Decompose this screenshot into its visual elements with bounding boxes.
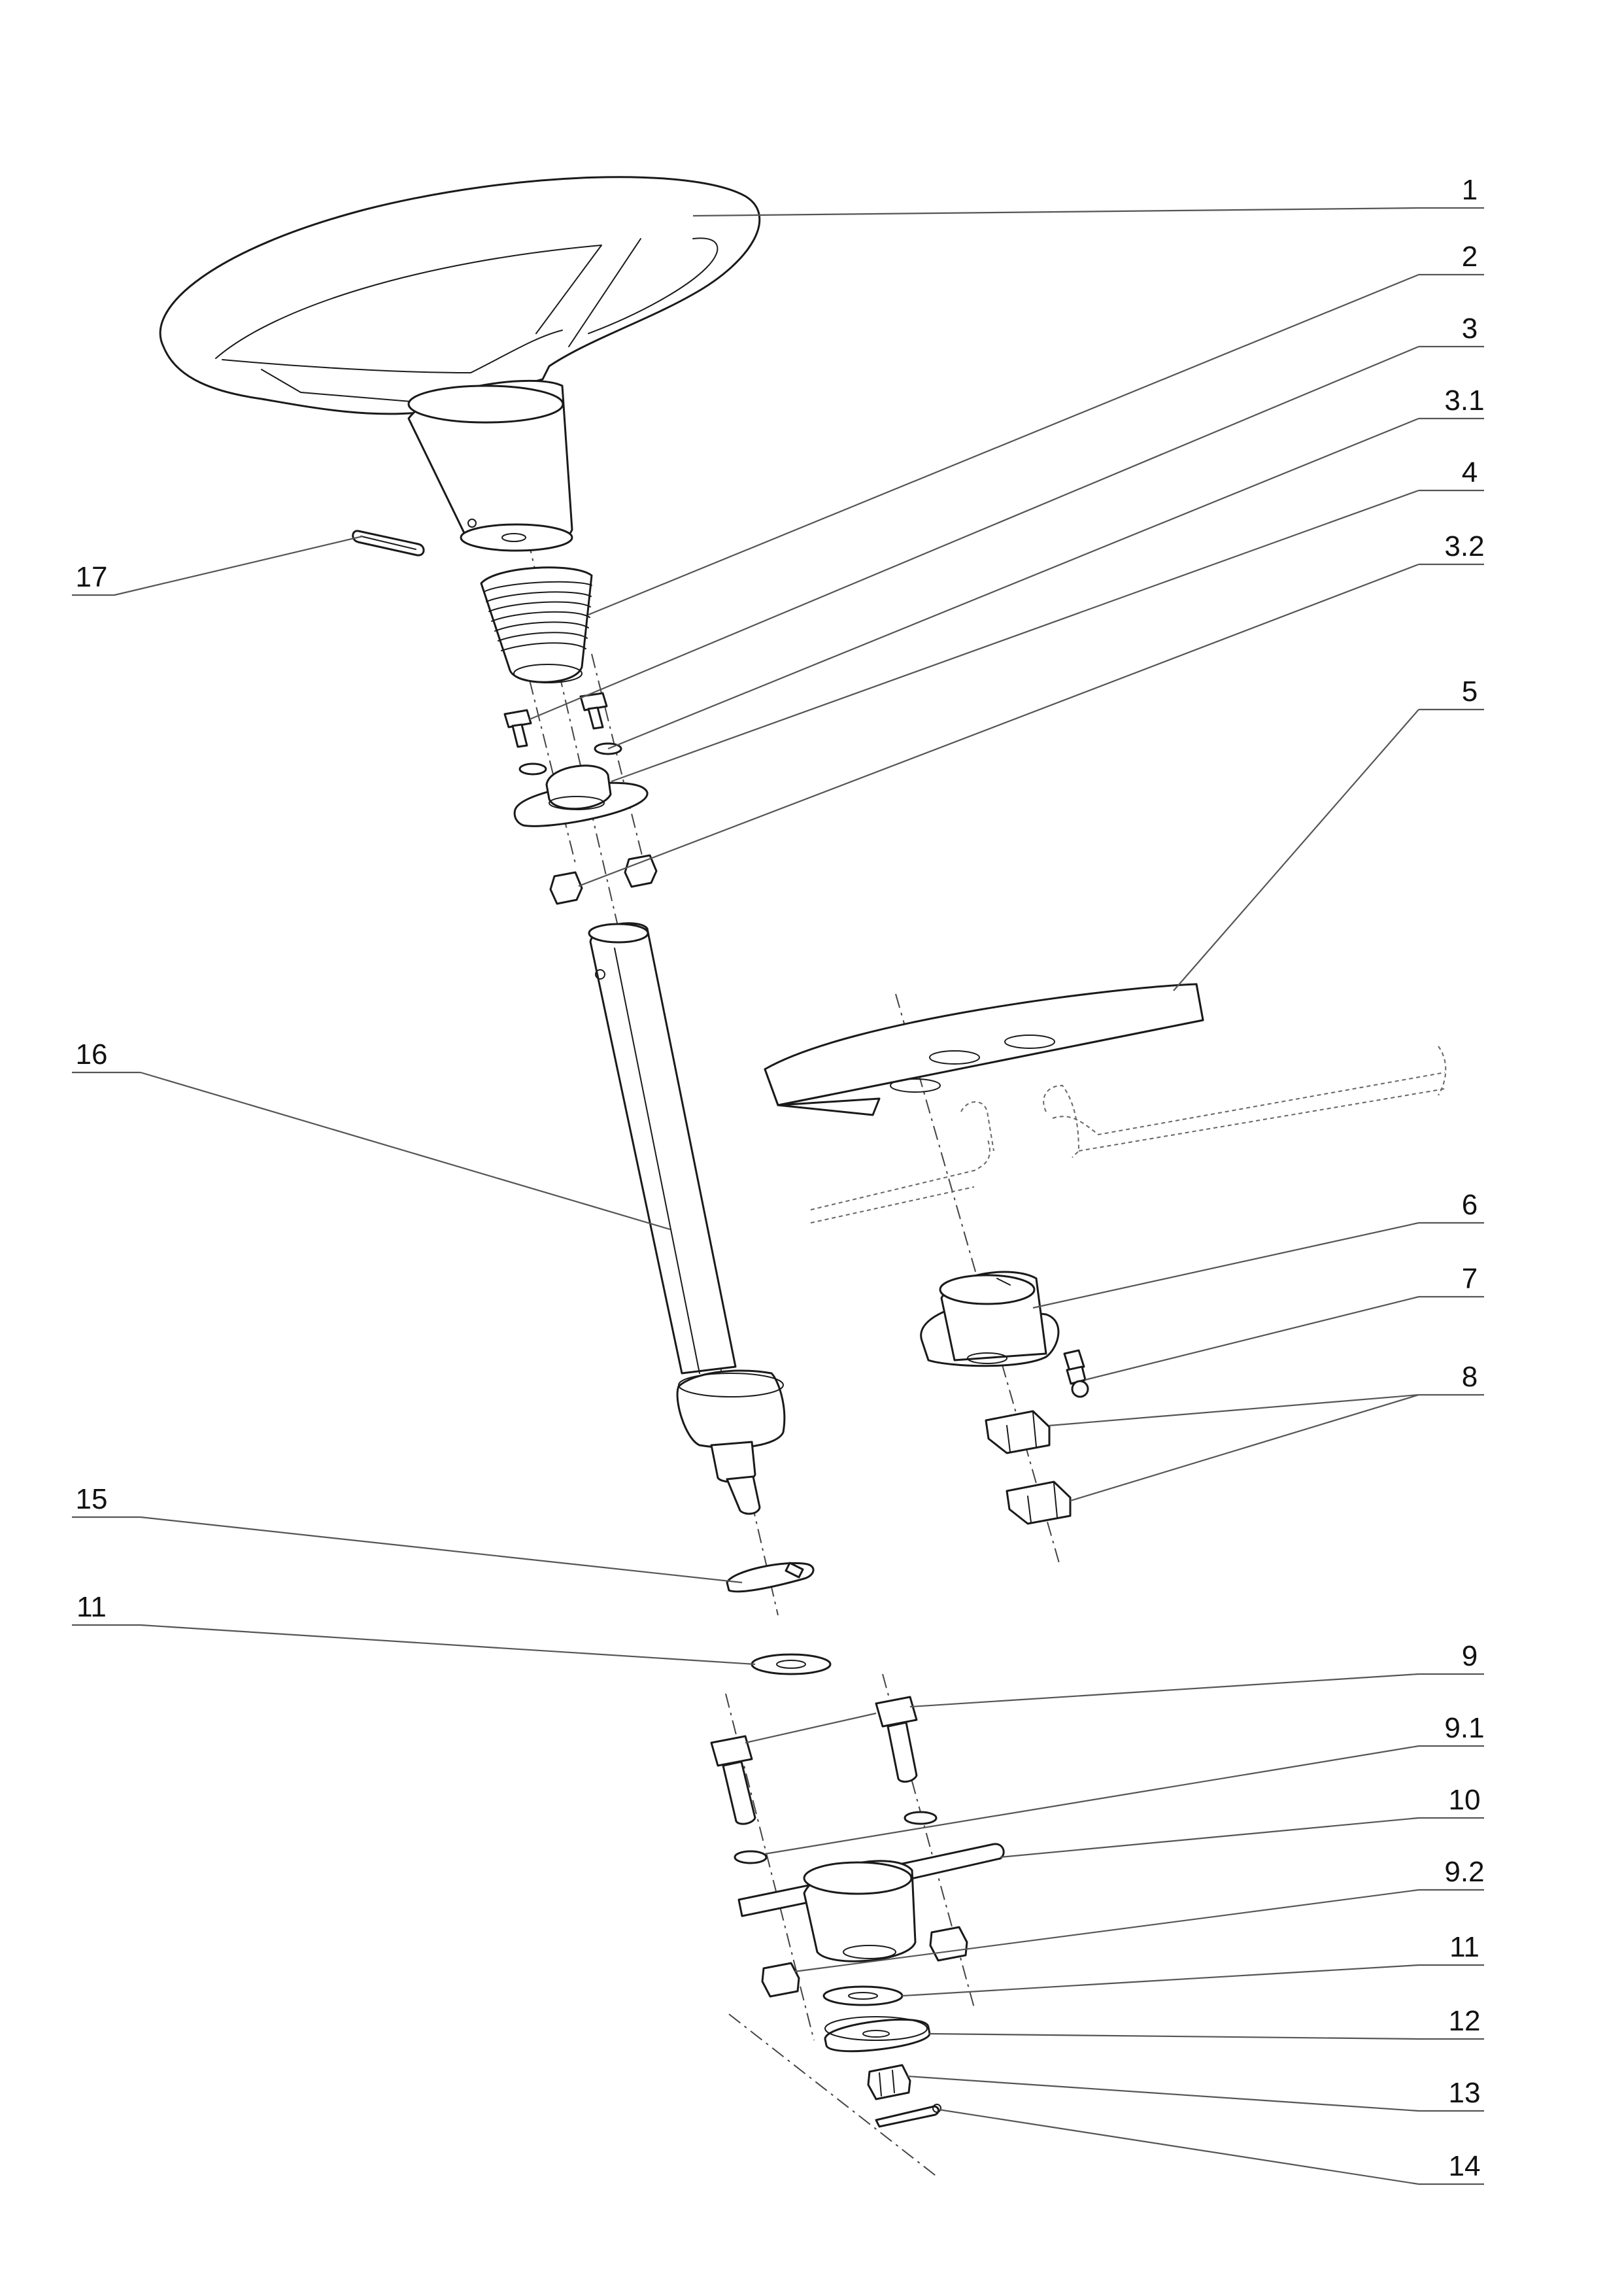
splined-coupling bbox=[480, 566, 593, 683]
leader-lines bbox=[72, 207, 1484, 2185]
label-12: 12 bbox=[1449, 2005, 1481, 2037]
label-16: 16 bbox=[76, 1038, 108, 1070]
label-4: 4 bbox=[1462, 456, 1478, 488]
label-6: 6 bbox=[1462, 1189, 1478, 1221]
pitman-hub bbox=[920, 1271, 1060, 1367]
label-9-2: 9.2 bbox=[1444, 1856, 1484, 1888]
steering-wheel bbox=[159, 176, 761, 415]
flat-washer-lower bbox=[822, 1985, 904, 2006]
label-15: 15 bbox=[76, 1483, 108, 1515]
bolts-large bbox=[710, 1696, 918, 1825]
thick-washer bbox=[824, 2016, 931, 2053]
hex-nuts-small bbox=[549, 854, 658, 905]
label-14: 14 bbox=[1449, 2150, 1481, 2182]
cotter-pin bbox=[875, 2104, 941, 2128]
lock-washers-large bbox=[734, 1811, 938, 1864]
mounting-plate bbox=[764, 983, 1204, 1116]
tab-washer bbox=[726, 1562, 815, 1593]
hex-nuts-large bbox=[985, 1410, 1072, 1525]
steering-shaft bbox=[588, 922, 786, 1515]
roll-pin bbox=[352, 530, 425, 556]
label-3-2: 3.2 bbox=[1444, 530, 1484, 562]
label-5: 5 bbox=[1462, 676, 1478, 708]
label-11-left: 11 bbox=[76, 1591, 107, 1623]
label-8: 8 bbox=[1462, 1361, 1478, 1393]
flange-bolts-small bbox=[503, 692, 608, 748]
tie-rod-ghosts bbox=[810, 1046, 1447, 1224]
label-3-1: 3.1 bbox=[1444, 385, 1484, 417]
label-17: 17 bbox=[76, 561, 108, 593]
hex-nuts-flange bbox=[761, 1926, 968, 1998]
label-10: 10 bbox=[1449, 1784, 1481, 1816]
part-labels: 1 2 3 3.1 4 3.2 5 6 7 8 9 9.1 10 9.2 11 … bbox=[76, 174, 1485, 2182]
label-9: 9 bbox=[1462, 1640, 1478, 1672]
label-1: 1 bbox=[1462, 174, 1478, 206]
drop-arm-flange bbox=[737, 1843, 1005, 1962]
label-13: 13 bbox=[1449, 2077, 1481, 2109]
label-7: 7 bbox=[1462, 1263, 1478, 1295]
flange-bearing bbox=[513, 764, 649, 827]
label-3: 3 bbox=[1462, 313, 1478, 345]
grease-nipple bbox=[1063, 1349, 1089, 1398]
label-2: 2 bbox=[1462, 241, 1478, 273]
label-9-1: 9.1 bbox=[1444, 1712, 1484, 1744]
flat-washer-upper bbox=[751, 1653, 832, 1675]
castle-nut bbox=[867, 2064, 911, 2100]
label-11-right: 11 bbox=[1449, 1931, 1480, 1963]
steering-wheel-hub bbox=[407, 379, 573, 552]
